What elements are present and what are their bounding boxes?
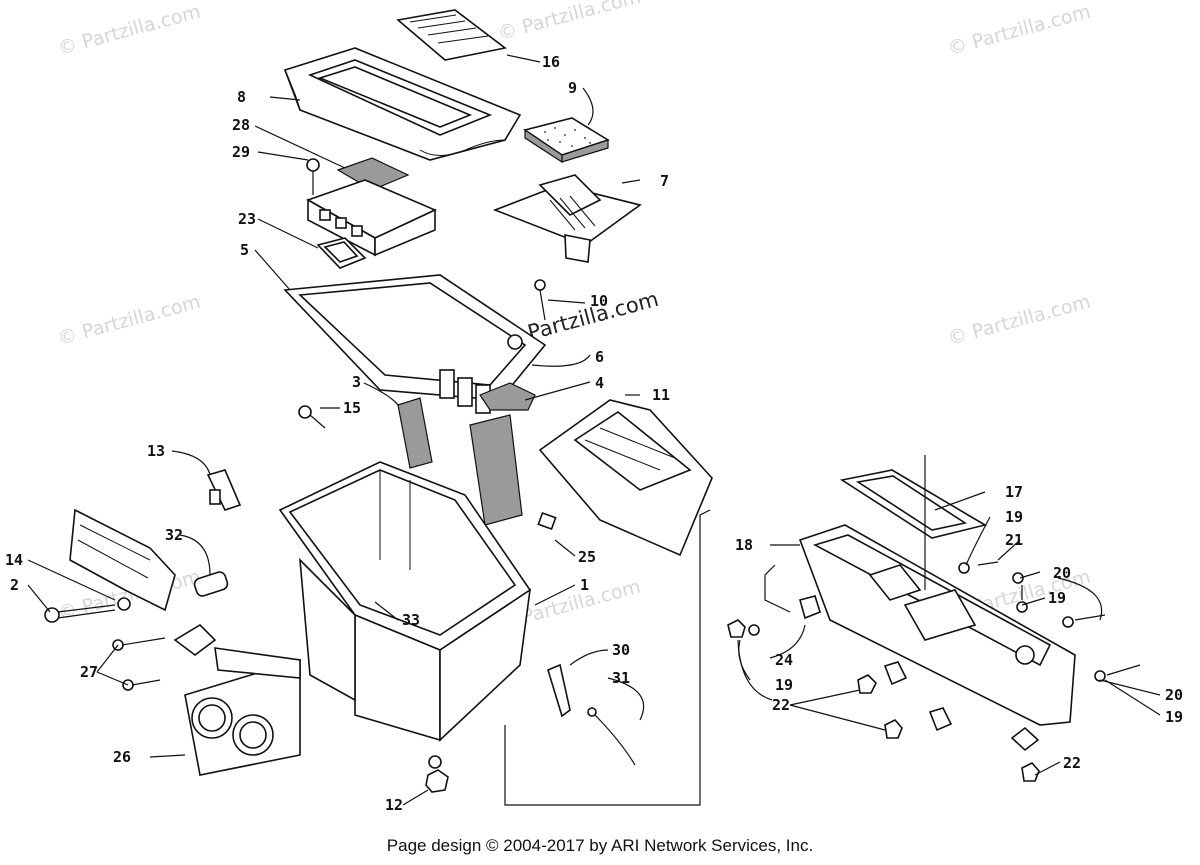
callout-19b: 19 (1048, 589, 1066, 607)
hose-assembly (69, 508, 176, 612)
part-31-strap (587, 707, 636, 766)
callout-28: 28 (232, 116, 250, 134)
leader-lines (27, 54, 1161, 806)
callout-20b: 20 (1165, 686, 1183, 704)
callout-24: 24 (775, 651, 793, 669)
callout-8: 8 (237, 88, 246, 106)
part-15-bolt (298, 405, 326, 429)
part-25-fitting (537, 511, 557, 531)
callout-12: 12 (385, 796, 403, 814)
part-5-tray (283, 274, 547, 414)
callout-18: 18 (735, 536, 753, 554)
part-2-bolt (44, 604, 116, 623)
callout-19c: 19 (775, 676, 793, 694)
callout-22b: 22 (1063, 754, 1081, 772)
callout-7: 7 (660, 172, 669, 190)
part-30-tube (547, 663, 571, 718)
part-8-lid (283, 47, 522, 161)
part-32-sleeve (193, 571, 229, 597)
callout-19a: 19 (1005, 508, 1023, 526)
watermark-text: © Partzilla.com (56, 291, 203, 350)
part-26-duct (184, 647, 301, 776)
part-24-bracket (764, 564, 821, 620)
part-6-foam (479, 382, 536, 411)
callout-30: 30 (612, 641, 630, 659)
callout-10: 10 (590, 292, 608, 310)
callout-26: 26 (113, 748, 131, 766)
part-29-screw (306, 158, 320, 195)
callouts: 16 9 8 28 29 7 23 5 10 6 3 4 15 11 13 25… (5, 53, 1183, 814)
callout-27: 27 (80, 663, 98, 681)
callout-13: 13 (147, 442, 165, 460)
part-11-housing (538, 399, 713, 557)
callout-4: 4 (595, 374, 604, 392)
part-14-washer (117, 597, 131, 611)
callout-25: 25 (578, 548, 596, 566)
part-17-gasket (839, 469, 988, 539)
part-16-label (396, 9, 507, 61)
watermark-text: © Partzilla.com (946, 1, 1093, 60)
page-footer: Page design © 2004-2017 by ARI Network S… (386, 836, 814, 855)
part-1-airbox (278, 461, 532, 769)
part-18-extension (798, 524, 1076, 726)
part-13-clip (206, 469, 242, 511)
callout-16: 16 (542, 53, 560, 71)
watermark-text: © Partzilla.com (56, 1, 203, 60)
callout-5: 5 (240, 241, 249, 259)
callout-17: 17 (1005, 483, 1023, 501)
watermark-text: © Partzilla.com (496, 0, 643, 45)
callout-32: 32 (165, 526, 183, 544)
right-fasteners (727, 561, 1141, 782)
callout-20a: 20 (1053, 564, 1071, 582)
part-7-duct (492, 174, 642, 263)
callout-21: 21 (1005, 531, 1023, 549)
callout-9: 9 (568, 79, 577, 97)
callout-33: 33 (402, 611, 420, 629)
callout-14: 14 (5, 551, 23, 569)
part-3-foam (397, 397, 433, 469)
part-23-gasket (316, 237, 367, 269)
callout-19d: 19 (1165, 708, 1183, 726)
part-27-fasteners (112, 623, 217, 691)
watermark-text: © Partzilla.com (946, 291, 1093, 350)
callout-6: 6 (595, 348, 604, 366)
callout-31: 31 (612, 669, 630, 687)
callout-29: 29 (232, 143, 250, 161)
part-12-nut (425, 769, 449, 793)
part-10-screw (534, 279, 546, 321)
callout-3: 3 (352, 373, 361, 391)
part-4-foam (469, 414, 523, 526)
group-bracket-lines (504, 509, 711, 806)
callout-23: 23 (238, 210, 256, 228)
ecu-box (306, 179, 437, 257)
callout-2: 2 (10, 576, 19, 594)
callout-22a: 22 (772, 696, 790, 714)
callout-11: 11 (652, 386, 670, 404)
callout-15: 15 (343, 399, 361, 417)
part-9-filter (523, 117, 610, 164)
callout-1: 1 (580, 576, 589, 594)
